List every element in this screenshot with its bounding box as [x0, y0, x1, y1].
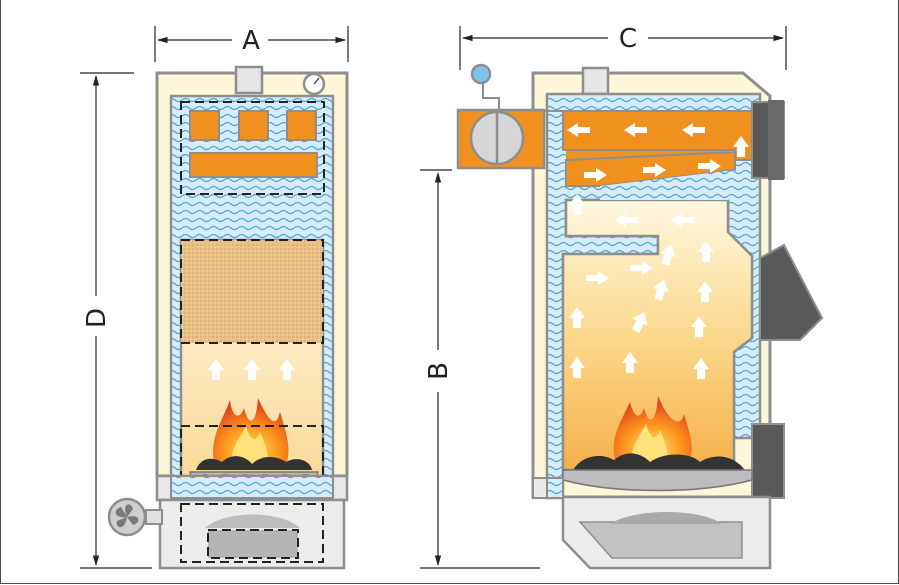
dimension-d: D	[80, 72, 152, 569]
dimension-label-d: D	[82, 308, 112, 328]
thermometer-icon	[302, 72, 326, 96]
door-icon	[751, 100, 824, 499]
side-view	[456, 63, 824, 570]
flame-icon	[613, 396, 692, 462]
dimension-label-c: C	[619, 24, 637, 54]
coal-bed	[572, 453, 746, 472]
coal-bed	[196, 456, 312, 470]
dimension-label-b: B	[424, 362, 454, 380]
dimension-b: B	[420, 169, 540, 569]
flue-channel	[286, 110, 317, 141]
fuel-load	[180, 239, 324, 344]
flue-channel	[189, 110, 220, 141]
grate	[562, 469, 753, 492]
fan-icon	[107, 497, 163, 537]
front-flue-stub	[234, 65, 264, 95]
sensor-icon	[470, 63, 500, 110]
flame-icon	[213, 398, 289, 465]
dimension-c: C	[459, 24, 787, 70]
front-view	[107, 65, 349, 570]
dimension-label-a: A	[242, 26, 260, 56]
side-flue-stub	[581, 66, 610, 96]
flue-channel	[238, 110, 269, 141]
dimension-a: A	[154, 26, 349, 62]
flue-channel	[189, 152, 318, 178]
